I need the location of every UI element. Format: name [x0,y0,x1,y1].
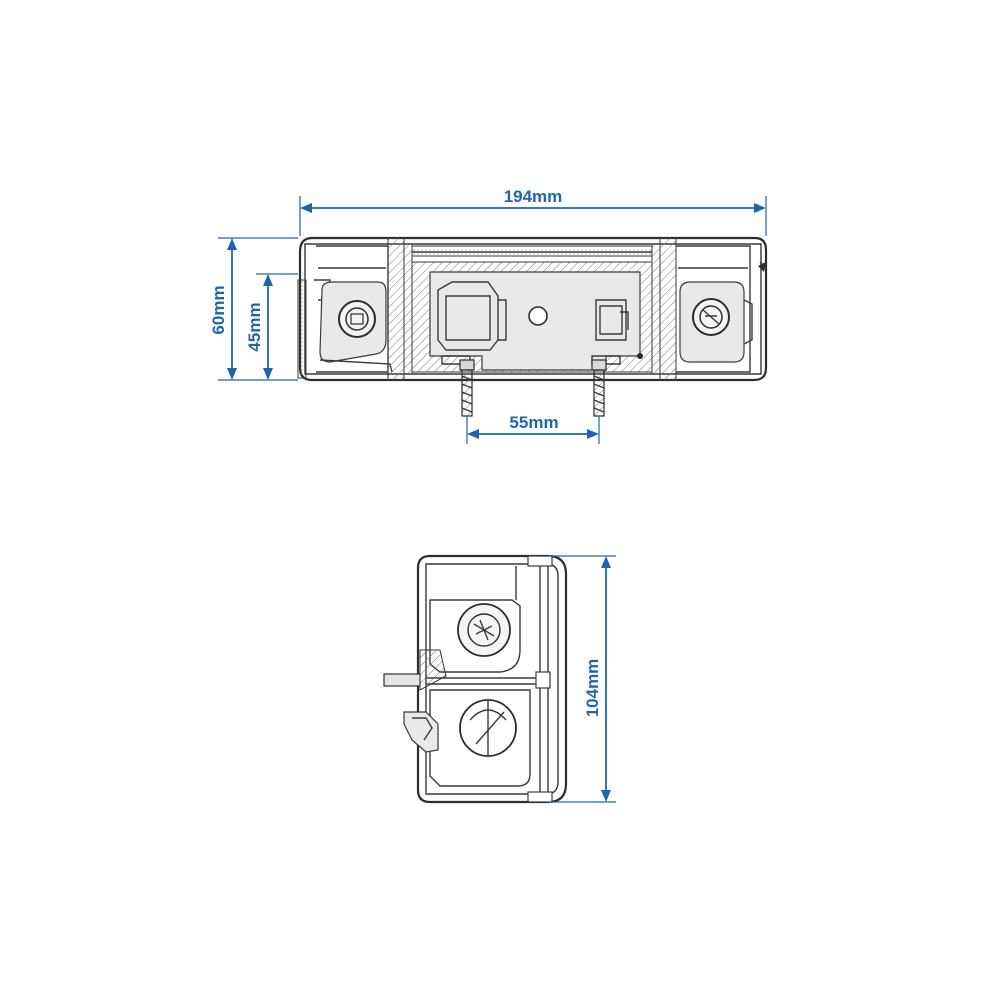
dimension-side-depth: 104mm [548,555,616,803]
center-section [411,245,653,373]
left-mounting-bolt [459,359,475,417]
dimension-height-outer: 60mm [209,237,298,381]
side-view [383,554,568,804]
height-inner-label: 45mm [245,302,264,351]
width-label: 194mm [504,187,563,206]
left-lamp-compartment [314,245,393,373]
dimension-height-inner: 45mm [245,273,298,380]
left-bulb-socket [338,300,376,338]
side-upper-compartment [429,566,521,673]
bolt-spacing-label: 55mm [509,413,558,432]
side-lower-compartment [429,689,531,787]
dimension-width: 194mm [299,187,767,236]
height-outer-label: 60mm [209,285,228,334]
center-mount-hole [528,306,548,326]
side-mounting-stud [383,649,447,753]
right-lamp-compartment [676,245,767,373]
right-mounting-bolt [591,359,607,417]
side-depth-label: 104mm [583,659,602,718]
dimension-bolt-spacing: 55mm [466,413,600,444]
front-view [297,236,768,417]
